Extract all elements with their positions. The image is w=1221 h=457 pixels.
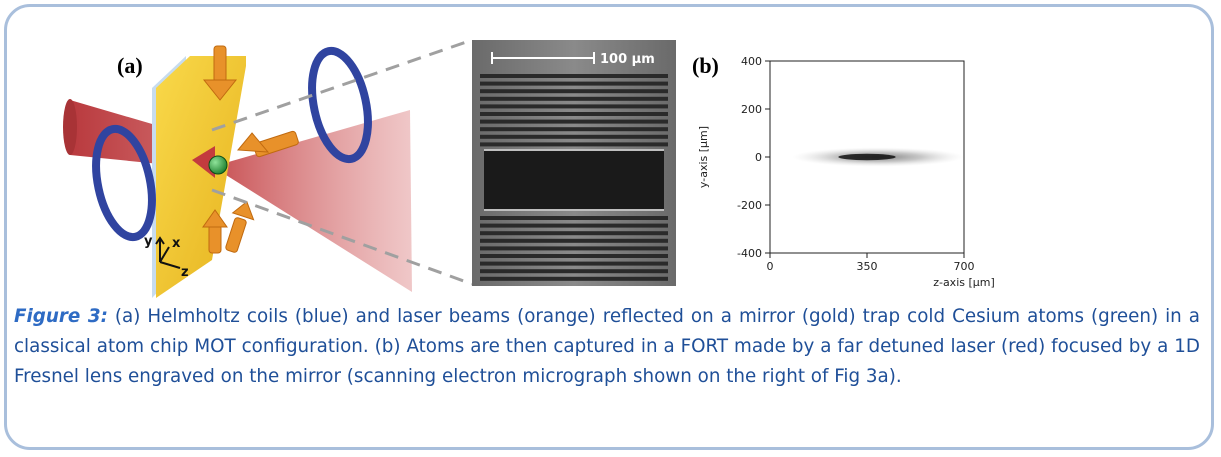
y-axis-label: y-axis [µm] (697, 126, 710, 188)
panel-b-label: (b) (692, 53, 719, 78)
sem-micrograph (472, 40, 676, 286)
scale-bar-label: 100 µm (600, 52, 655, 67)
sem-grating-line (480, 127, 668, 132)
sem-grating-line (480, 261, 668, 266)
zoom-lines (211, 38, 473, 286)
axis-y-label: y (144, 234, 153, 249)
y-tick-label: -200 (737, 199, 762, 212)
sem-grating-line (480, 112, 668, 116)
sem-grating-line (480, 142, 668, 147)
cold-atoms (208, 155, 228, 175)
focused-laser-cone (218, 110, 412, 292)
axis-z-label: z (181, 265, 189, 280)
arrow-down (202, 45, 238, 101)
axis-x-label: x (172, 236, 181, 251)
mot-beam-arrows (202, 45, 299, 254)
sem-grating-line (480, 276, 668, 281)
x-tick-label: 350 (857, 260, 878, 273)
caption-text: (a) Helmholtz coils (blue) and laser bea… (14, 306, 1200, 387)
y-tick-label: 0 (755, 151, 762, 164)
sem-grating-line (480, 254, 668, 258)
axes-triad (155, 236, 181, 269)
sem-grating-line (480, 74, 668, 78)
atom-cloud-image (792, 147, 964, 167)
caption-label: Figure 3: (14, 306, 108, 327)
x-ticks: 0 350 700 (767, 253, 975, 273)
coil-left (92, 124, 156, 242)
y-tick-label: 400 (741, 55, 762, 68)
y-ticks: 400 200 0 -200 -400 (737, 55, 770, 260)
sem-grating-line (480, 223, 668, 228)
sem-grating-line (480, 96, 668, 101)
x-axis-label: z-axis [µm] (933, 276, 995, 289)
atom-cloud-core (838, 153, 896, 161)
scale-bar (491, 52, 595, 64)
figure-caption: Figure 3: (a) Helmholtz coils (blue) and… (14, 302, 1200, 392)
y-tick-label: -400 (737, 247, 762, 260)
arrow-up-right (225, 200, 255, 253)
sem-grating-line (480, 89, 668, 94)
small-red-cone (192, 146, 215, 178)
x-tick-label: 700 (954, 260, 975, 273)
sem-grating-line (480, 246, 668, 251)
plot-area: 400 200 0 -200 -400 0 350 700 (737, 55, 974, 273)
arrow-up-left (202, 209, 228, 254)
sem-grating-line (480, 104, 668, 109)
sem-grating-line (480, 81, 668, 86)
sem-grating-line (480, 269, 668, 274)
sem-grating-line (480, 216, 668, 220)
sem-grating-line (480, 134, 668, 139)
y-tick-label: 200 (741, 103, 762, 116)
figure-illustration: y x z 100 µm 400 200 0 -200 -400 0 350 700 z-a… (63, 38, 995, 298)
panel-a-label: (a) (117, 53, 143, 78)
sem-grating-line (480, 119, 668, 124)
sem-grating-line (480, 231, 668, 236)
x-tick-label: 0 (767, 260, 774, 273)
coil-right (308, 46, 372, 164)
arrow-left (236, 130, 299, 158)
sem-grating-line (480, 238, 668, 243)
